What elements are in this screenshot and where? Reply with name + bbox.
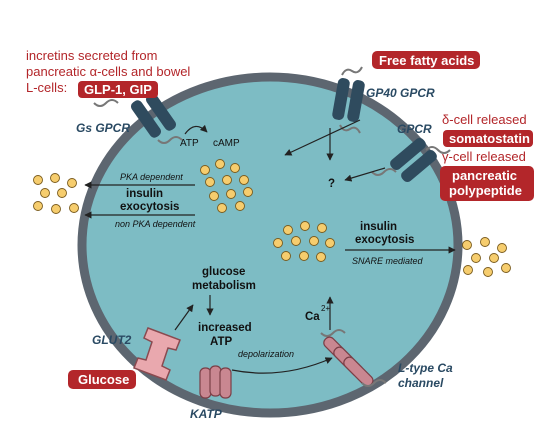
incretins-line-3: L-cells: xyxy=(26,80,67,95)
pp-badge-line-1: pancreatic xyxy=(452,168,517,183)
increased-atp-line-2: ATP xyxy=(210,336,232,348)
glucose-badge-bg xyxy=(68,370,136,389)
granules-left-cluster xyxy=(200,159,253,213)
somatostatin-badge-bg xyxy=(443,130,533,147)
glucose-metabolism-line-1: glucose xyxy=(202,266,245,278)
snare-label: SNARE mediated xyxy=(352,256,424,266)
gs-gpcr-label: Gs GPCR xyxy=(76,121,130,135)
depolarization-label: depolarization xyxy=(238,349,294,359)
katp-channel xyxy=(199,365,232,399)
granules-outside-left xyxy=(33,173,79,214)
insulin-exo-2-line-2: exocytosis xyxy=(355,234,414,246)
ca-superscript: 2+ xyxy=(321,304,330,313)
insulin-exo-1-line-2: exocytosis xyxy=(120,201,179,213)
non-pka-label: non PKA dependent xyxy=(115,219,196,229)
pka-dependent-label: PKA dependent xyxy=(120,172,183,182)
glucose-badge: Glucose xyxy=(78,372,129,387)
insulin-exo-1-line-1: insulin xyxy=(126,188,163,200)
camp-label: cAMP xyxy=(213,138,240,149)
atp-label: ATP xyxy=(180,138,199,149)
depolarization-arrow xyxy=(231,357,333,374)
ca-label: Ca xyxy=(305,311,320,323)
gamma-cell-text: γ-cell released xyxy=(442,149,526,164)
delta-cell-text: δ-cell released xyxy=(442,112,527,127)
glut2-to-metabolism-arrow xyxy=(174,304,194,331)
granules-right-cluster xyxy=(273,221,335,262)
gpcr-receptor xyxy=(371,137,451,183)
gpcr-label: GPCR xyxy=(397,122,432,136)
incretins-line-1: incretins secreted from xyxy=(26,48,158,63)
ffa-badge-bg xyxy=(372,51,480,69)
pp-badge-line-2: polypeptide xyxy=(449,183,522,198)
gp40-to-granules-arrow xyxy=(284,119,361,156)
increased-atp-line-1: increased xyxy=(198,322,252,334)
glucose-metabolism-line-2: metabolism xyxy=(192,280,256,292)
ffa-badge: Free fatty acids xyxy=(379,53,474,68)
l-type-ca-channel xyxy=(320,329,387,387)
incretins-badge-bg xyxy=(78,81,158,98)
granules-outside-right xyxy=(462,237,511,277)
gp40-gpcr-label: GP40 GPCR xyxy=(366,86,435,100)
incretins-line-2: pancreatic α-cells and bowel xyxy=(26,64,190,79)
atp-to-camp-arrow xyxy=(184,124,208,135)
ltype-label-line-2: channel xyxy=(398,376,444,390)
pp-badge-bg xyxy=(440,166,534,201)
gs-gpcr-receptor xyxy=(93,93,183,144)
somatostatin-badge: somatostatin xyxy=(449,131,530,146)
ltype-label-line-1: L-type Ca xyxy=(398,361,453,375)
katp-label: KATP xyxy=(190,407,223,421)
glut2-transporter xyxy=(133,327,181,381)
insulin-exo-2-line-1: insulin xyxy=(360,221,397,233)
glut2-label: GLUT2 xyxy=(92,333,132,347)
incretins-badge: GLP-1, GIP xyxy=(84,82,152,97)
gpcr-to-question-arrow xyxy=(344,167,386,182)
question-mark: ? xyxy=(328,178,335,190)
